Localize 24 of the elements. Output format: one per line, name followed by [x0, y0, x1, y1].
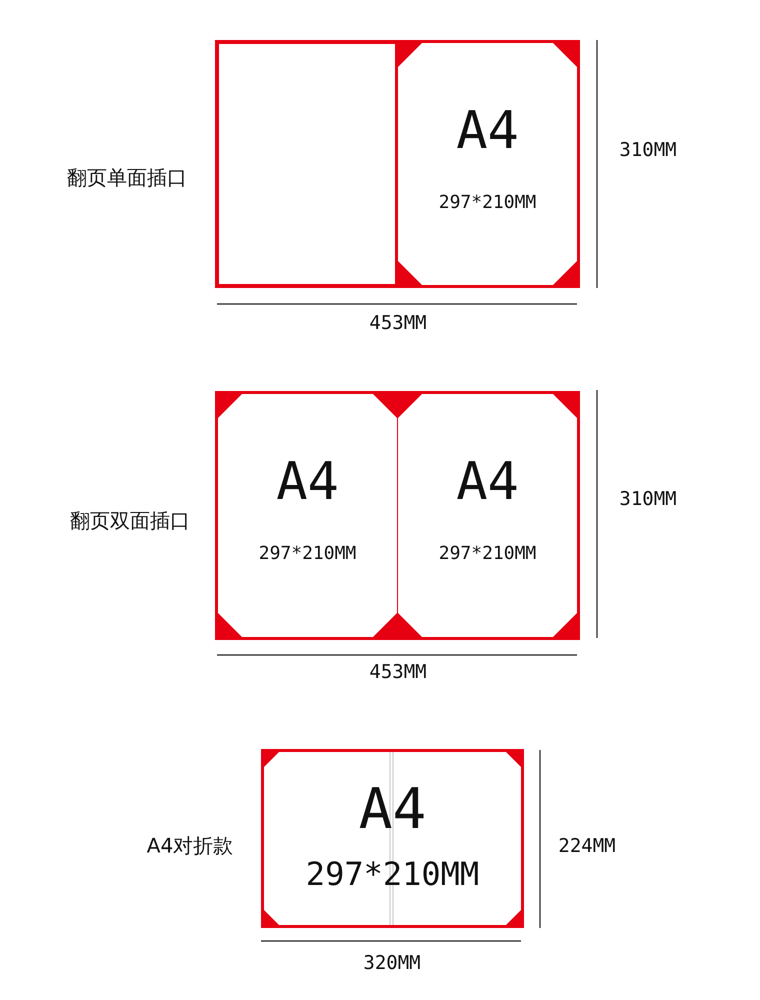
dimension-label: 453MM	[369, 661, 427, 683]
style-name: 翻页双面插口	[70, 508, 190, 534]
paper-size: A4	[456, 103, 519, 160]
page-dimension: 297*210MM	[438, 193, 536, 213]
folder-cover	[215, 40, 580, 288]
page-dimension: 297*210MM	[258, 544, 356, 564]
style-name: 翻页单面插口	[67, 164, 187, 192]
dimension-label: 310MM	[619, 139, 677, 161]
paper-size: A4	[358, 779, 426, 841]
dimension-label: 320MM	[363, 952, 421, 974]
blank-page	[219, 44, 395, 284]
folder-cover	[215, 391, 580, 640]
page-dimension: 297*210MM	[438, 544, 536, 564]
insert-pocket	[398, 394, 577, 637]
dimension-label: 224MM	[558, 835, 616, 857]
insert-pocket	[261, 749, 524, 928]
style-name: A4对折款	[146, 832, 234, 860]
page-dimension: 297*210MM	[306, 857, 480, 892]
paper-size: A4	[456, 454, 519, 512]
paper-size: A4	[276, 454, 339, 512]
insert-pocket	[218, 394, 397, 637]
dimension-label: 453MM	[369, 312, 427, 334]
insert-pocket	[398, 43, 577, 285]
dimension-label: 310MM	[619, 488, 677, 510]
